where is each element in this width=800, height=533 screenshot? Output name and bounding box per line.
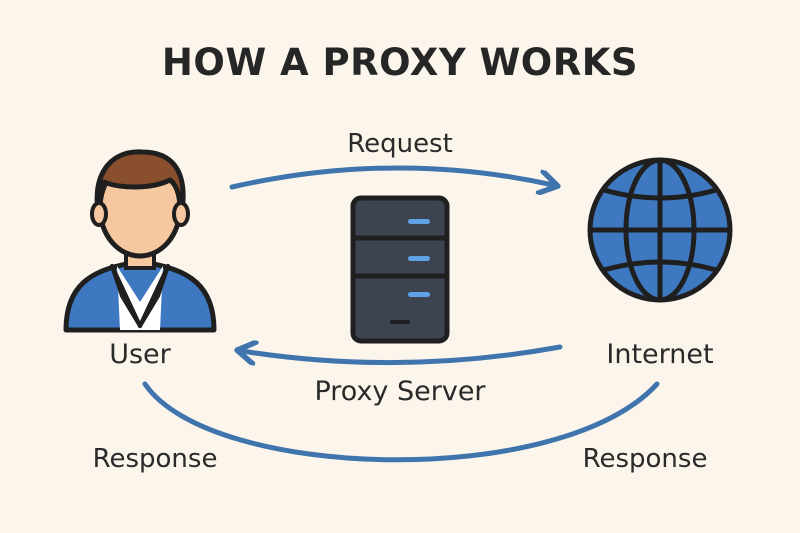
user-label: User (109, 339, 171, 370)
globe-icon (587, 157, 733, 303)
request-arrow (229, 165, 553, 187)
response-label-right: Response (582, 444, 708, 474)
proxy-server-label: Proxy Server (314, 376, 486, 407)
diagram-title: HOW A PROXY WORKS (161, 41, 639, 84)
response-arc (142, 381, 660, 463)
server-icon (350, 195, 450, 344)
return-arrow (242, 347, 563, 363)
response-label-left: Response (92, 444, 218, 474)
request-label: Request (347, 129, 453, 159)
internet-label: Internet (606, 339, 714, 370)
user-icon (63, 149, 217, 333)
